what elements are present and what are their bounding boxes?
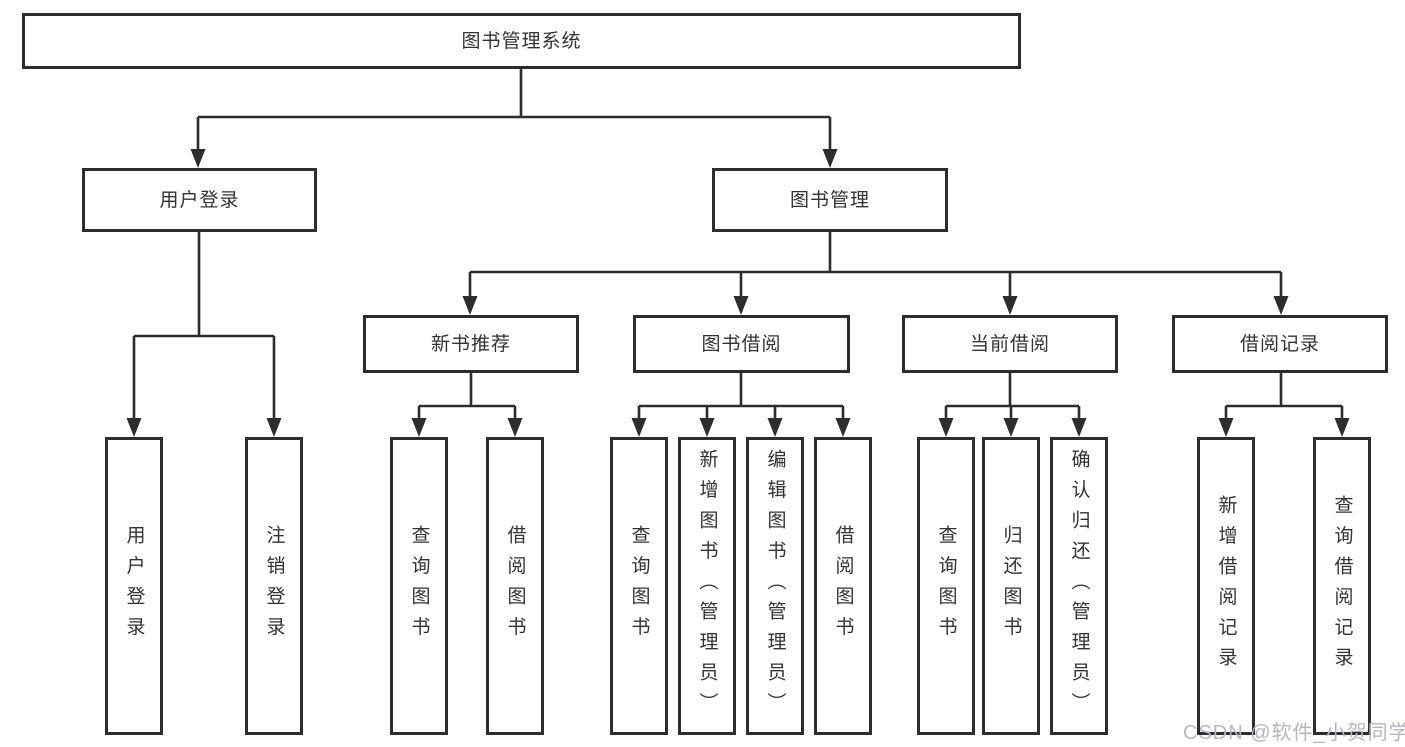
leaf-logout-login: 注销登录 [245, 437, 303, 735]
node-user-login-branch: 用户登录 [82, 168, 317, 232]
leaf-add-borrow-record: 新增借阅记录 [1197, 437, 1255, 735]
leaf-edit-book-admin: 编辑图书（管理员） [746, 437, 804, 735]
node-current-borrow: 当前借阅 [902, 315, 1118, 373]
connector-current-to-leaves [938, 373, 1087, 437]
node-book-management-branch: 图书管理 [712, 168, 948, 232]
node-root: 图书管理系统 [22, 13, 1021, 69]
connector-bookmgmt-to-level3 [462, 232, 1289, 315]
leaf-query-borrow-record: 查询借阅记录 [1313, 437, 1371, 735]
connector-root-to-level2 [190, 69, 838, 168]
leaf-query-books-borrow: 查询图书 [610, 437, 668, 735]
leaf-borrow-books: 借阅图书 [814, 437, 872, 735]
leaf-add-book-admin: 新增图书（管理员） [678, 437, 736, 735]
csdn-watermark: CSDN @软件_小贺同学 [1183, 722, 1405, 744]
leaf-confirm-return-admin: 确认归还（管理员） [1050, 437, 1108, 735]
leaf-query-books-recommend: 查询图书 [390, 437, 448, 735]
connector-records-to-leaves [1218, 373, 1350, 437]
connector-borrow-to-leaves [631, 373, 851, 437]
connector-recommend-to-leaves [411, 373, 523, 437]
leaf-user-login: 用户登录 [105, 437, 163, 735]
node-book-borrow: 图书借阅 [633, 315, 850, 373]
leaf-borrow-books-recommend: 借阅图书 [486, 437, 544, 735]
leaf-return-book: 归还图书 [982, 437, 1040, 735]
leaf-query-books-current: 查询图书 [917, 437, 975, 735]
connector-userlogin-to-leaves [126, 232, 282, 437]
node-new-book-recommend: 新书推荐 [363, 315, 579, 373]
node-borrow-records: 借阅记录 [1172, 315, 1388, 373]
